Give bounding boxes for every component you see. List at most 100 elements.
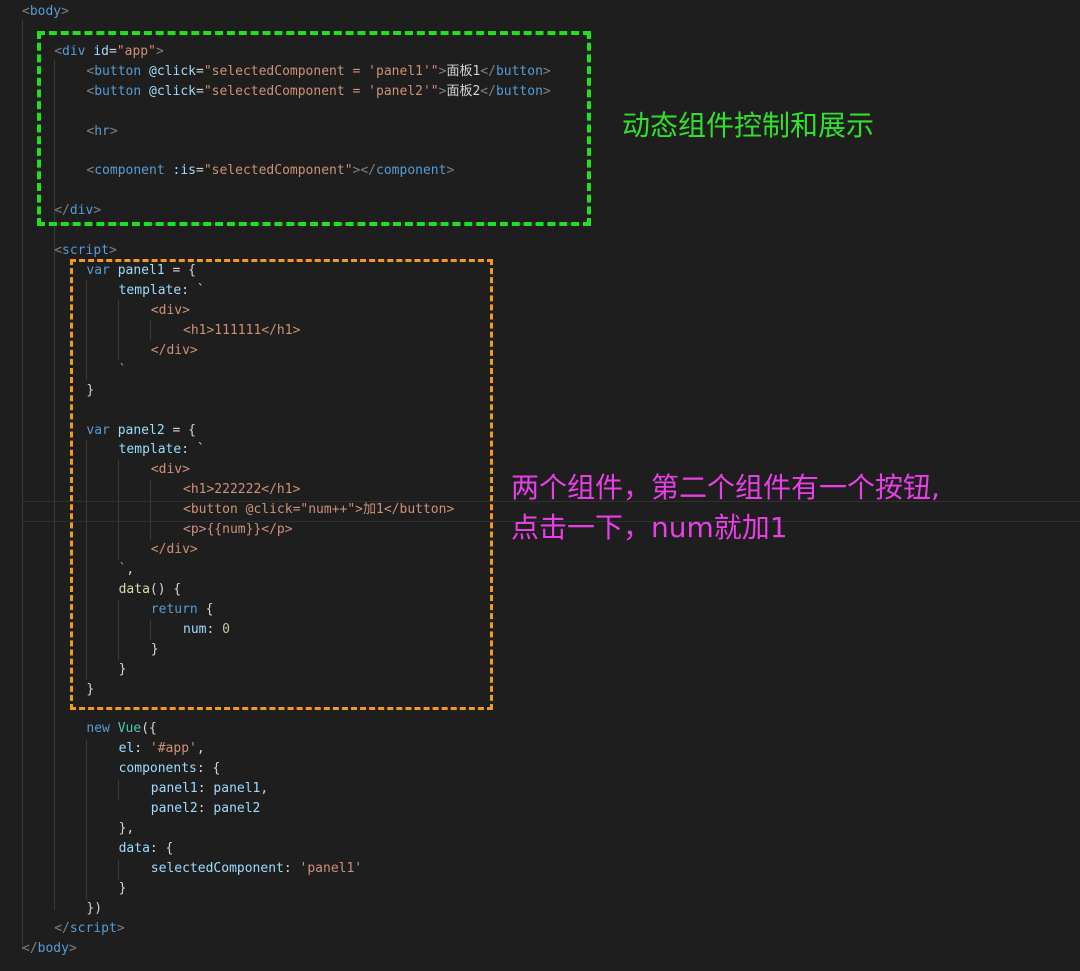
code-token bbox=[110, 721, 118, 736]
code-line: } bbox=[119, 660, 127, 680]
code-token: ></ bbox=[352, 163, 377, 179]
code-token: ` bbox=[118, 362, 127, 378]
code-token: > bbox=[93, 203, 102, 219]
code-token: < bbox=[54, 43, 63, 59]
code-line: } bbox=[151, 640, 159, 660]
code-token: </div> bbox=[150, 542, 198, 558]
code-token: return bbox=[150, 601, 198, 617]
indent-guide bbox=[118, 600, 119, 660]
code-token: id bbox=[93, 43, 109, 59]
code-token: </div> bbox=[150, 342, 198, 358]
code-token: > bbox=[438, 63, 447, 79]
code-token: '#app' bbox=[149, 741, 197, 757]
code-token: panel2 bbox=[150, 801, 198, 817]
code-token: : { bbox=[196, 761, 221, 777]
code-token: > bbox=[155, 43, 164, 59]
code-token: var bbox=[86, 422, 110, 438]
code-token: button bbox=[495, 83, 543, 99]
code-line: <button @click="num++">加1</button> bbox=[183, 500, 454, 520]
code-token: < bbox=[86, 83, 95, 99]
code-token: body bbox=[37, 940, 69, 956]
code-token: Vue bbox=[117, 721, 142, 737]
indent-guide bbox=[118, 460, 119, 560]
code-token: }, bbox=[118, 821, 135, 837]
code-token: </ bbox=[480, 63, 496, 79]
code-token: hr bbox=[94, 123, 110, 139]
code-token: > bbox=[116, 920, 125, 936]
code-token: <h1>111111</h1> bbox=[183, 322, 301, 338]
code-token: } bbox=[150, 641, 159, 657]
code-token: } bbox=[118, 661, 127, 677]
code-line: <h1>222222</h1> bbox=[183, 480, 300, 500]
code-line: <button @click="selectedComponent = 'pan… bbox=[86, 62, 550, 82]
code-line: el: '#app', bbox=[119, 739, 205, 759]
code-token: } bbox=[86, 382, 95, 398]
code-line: ` bbox=[119, 361, 127, 381]
code-line: <hr> bbox=[86, 122, 117, 142]
code-token: </ bbox=[54, 203, 70, 219]
code-line: return { bbox=[151, 600, 214, 620]
code-token: < bbox=[86, 123, 95, 139]
code-line: <h1>111111</h1> bbox=[183, 321, 300, 341]
code-token: < bbox=[22, 4, 30, 19]
code-line: } bbox=[86, 680, 94, 700]
code-token: ` bbox=[118, 562, 127, 578]
code-token: "selectedComponent" bbox=[203, 163, 353, 179]
code-token: 面板2 bbox=[446, 83, 481, 99]
code-token: : ` bbox=[181, 283, 205, 299]
code-line: <script> bbox=[54, 241, 117, 261]
code-line: <p>{{num}}</p> bbox=[183, 520, 293, 540]
code-token: <h1>222222</h1> bbox=[183, 482, 301, 498]
code-token: panel1 bbox=[150, 781, 198, 797]
code-token: { bbox=[197, 601, 214, 617]
code-token: script bbox=[69, 920, 117, 936]
code-token: selectedComponent bbox=[150, 860, 284, 876]
code-line: <button @click="selectedComponent = 'pan… bbox=[86, 82, 550, 102]
code-token: </ bbox=[54, 920, 70, 936]
code-token: = { bbox=[164, 422, 196, 438]
code-line: </body> bbox=[22, 939, 77, 959]
code-token: 0 bbox=[222, 621, 230, 637]
indent-guide bbox=[86, 740, 87, 900]
code-line: } bbox=[119, 879, 127, 899]
code-line: <div> bbox=[151, 460, 190, 480]
current-line-highlight bbox=[22, 501, 1080, 522]
code-token: el bbox=[118, 741, 135, 757]
code-token: : bbox=[283, 860, 300, 876]
code-token: data bbox=[118, 841, 150, 857]
code-token: </ bbox=[22, 940, 38, 956]
code-line: <div id="app"> bbox=[54, 42, 164, 62]
code-token: < bbox=[54, 243, 63, 259]
code-token: = bbox=[195, 83, 204, 99]
code-token: > bbox=[68, 940, 77, 956]
indent-guide bbox=[54, 60, 55, 260]
code-line: `, bbox=[119, 560, 135, 580]
code-line: selectedComponent: 'panel1' bbox=[151, 859, 362, 879]
indent-guide bbox=[118, 860, 119, 880]
code-token: > bbox=[108, 243, 117, 259]
indent-guide bbox=[150, 620, 151, 640]
code-line: panel2: panel2 bbox=[151, 799, 261, 819]
code-token: "selectedComponent = 'panel2'" bbox=[203, 83, 439, 99]
code-token: : ` bbox=[181, 442, 205, 458]
code-token: panel2 bbox=[213, 801, 261, 817]
code-line: } bbox=[86, 381, 94, 401]
code-token: "app" bbox=[116, 43, 156, 59]
code-token: }) bbox=[86, 900, 103, 916]
code-token: } bbox=[86, 681, 95, 697]
code-token: panel1 bbox=[213, 781, 261, 797]
code-token: : { bbox=[149, 841, 174, 857]
code-token: new bbox=[86, 721, 110, 737]
code-token: > bbox=[542, 63, 551, 79]
code-line: <component :is="selectedComponent"></com… bbox=[86, 161, 454, 181]
code-token: , bbox=[260, 781, 269, 797]
code-token: > bbox=[542, 83, 551, 99]
code-token: <div> bbox=[150, 462, 190, 478]
indent-guide bbox=[118, 300, 119, 360]
dynamic-component-highlight-box bbox=[37, 31, 591, 226]
code-token: var bbox=[86, 263, 110, 279]
code-line: data() { bbox=[119, 580, 182, 600]
code-line: <div> bbox=[151, 301, 190, 321]
code-line: num: 0 bbox=[183, 620, 230, 640]
